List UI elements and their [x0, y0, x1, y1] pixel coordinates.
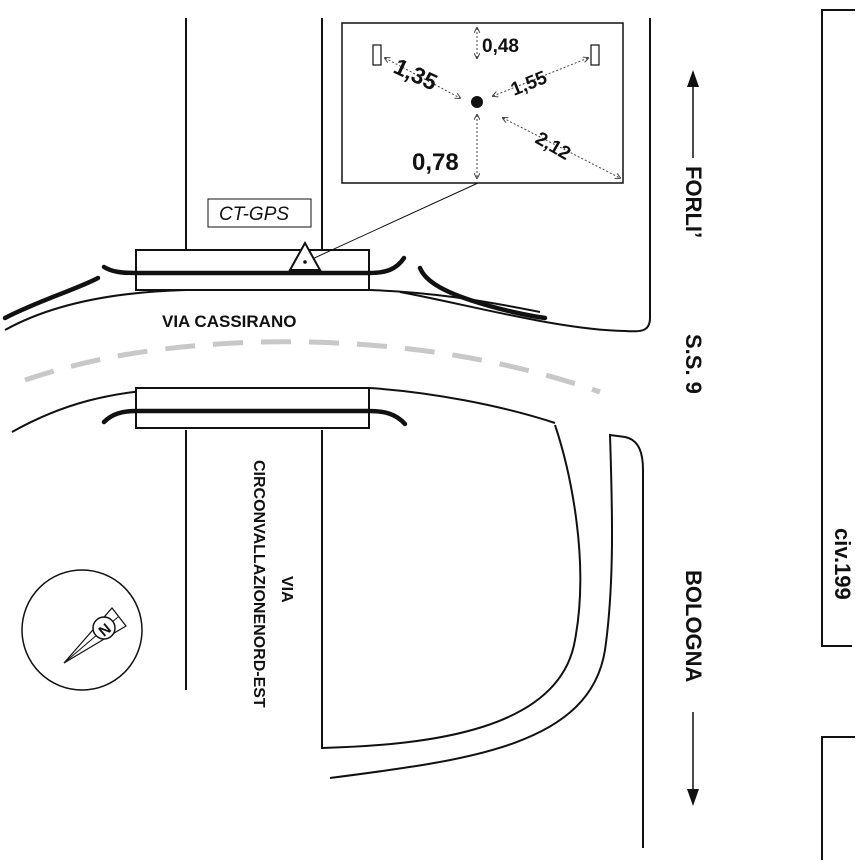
curb-west	[2, 275, 101, 321]
curb-east	[417, 265, 548, 321]
ss9-label: S.S. 9	[681, 334, 706, 394]
triangle-station-icon	[288, 240, 322, 271]
bridge-south	[135, 387, 370, 429]
leader-line	[309, 182, 479, 261]
guardrail-north	[101, 255, 407, 276]
ss9-centerline	[24, 339, 601, 395]
bologna-label: BOLOGNA	[681, 570, 706, 683]
dim-line-diagonal	[503, 118, 620, 178]
forli-label: FORLI’	[681, 166, 706, 238]
guardrail-south	[101, 408, 408, 427]
dim-line-right	[493, 58, 588, 96]
bridge-north	[135, 249, 370, 291]
north-arrow-icon: N	[21, 569, 143, 691]
ramp-edge	[329, 433, 644, 848]
circonvallazione-label: CIRCONVALLAZIONENORD-EST	[250, 460, 267, 708]
building-edge-lower	[821, 736, 855, 860]
ct-gps-label: CT-GPS	[219, 204, 289, 225]
survey-point	[471, 96, 483, 108]
road-edge-east-upper	[399, 18, 651, 333]
direction-bologna: BOLOGNA	[681, 570, 706, 806]
building-edge-upper	[821, 9, 855, 647]
measure-bottom: 0,78	[412, 149, 459, 176]
measure-top: 0,48	[482, 36, 519, 57]
ct-gps-label-box	[207, 198, 312, 228]
direction-forli: FORLI’	[681, 70, 706, 238]
reference-marker-right	[590, 44, 600, 66]
road-edge-right-lower	[321, 424, 582, 750]
via-cassirano-label: VIA CASSIRANO	[162, 312, 296, 331]
civic-number-label: civ.199	[830, 528, 855, 600]
via-label: VIA	[278, 576, 295, 603]
reference-marker-left	[372, 44, 382, 66]
